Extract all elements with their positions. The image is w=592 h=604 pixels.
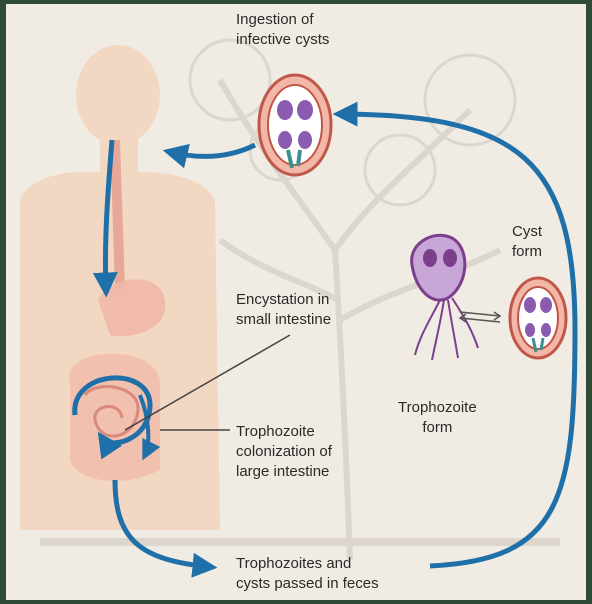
encystation-label: Encystation in small intestine — [236, 290, 331, 330]
cyst-form-label-line-2: form — [512, 242, 542, 262]
cyst-form-label: Cyst form — [512, 222, 542, 262]
colonization-label-line-3: large intestine — [236, 462, 332, 482]
colonization-label-line-1: Trophozoite — [236, 422, 332, 442]
ingestion-label: Ingestion of infective cysts — [236, 10, 329, 50]
colonization-label: Trophozoite colonization of large intest… — [236, 422, 332, 482]
infective-cyst-illustration — [259, 75, 331, 175]
passed-in-feces-label: Trophozoites and cysts passed in feces — [236, 554, 379, 594]
trophozoite-form-label: Trophozoite form — [398, 398, 477, 438]
encystation-label-line-1: Encystation in — [236, 290, 331, 310]
passed-label-line-1: Trophozoites and — [236, 554, 379, 574]
cyst-form-illustration — [510, 278, 566, 358]
ingestion-label-line-2: infective cysts — [236, 30, 329, 50]
ground-line — [40, 538, 560, 546]
encystation-label-line-2: small intestine — [236, 310, 331, 330]
ingestion-label-line-1: Ingestion of — [236, 10, 329, 30]
colonization-label-line-2: colonization of — [236, 442, 332, 462]
cyst-form-label-line-1: Cyst — [512, 222, 542, 242]
passed-label-line-2: cysts passed in feces — [236, 574, 379, 594]
trophozoite-form-label-line-2: form — [398, 418, 477, 438]
trophozoite-form-label-line-1: Trophozoite — [398, 398, 477, 418]
